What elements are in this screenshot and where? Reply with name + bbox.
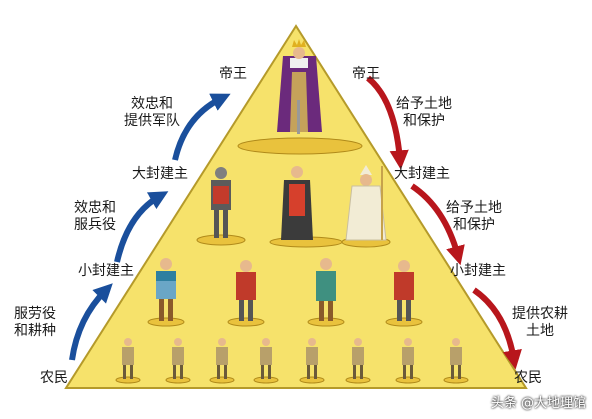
caption-farmland: 提供农耕 土地 xyxy=(512,306,568,339)
right-label-great-lords: 大封建主 xyxy=(394,166,450,182)
arrow-great-to-small-lords xyxy=(410,183,465,266)
left-label-king: 帝王 xyxy=(219,66,247,82)
watermark: 头条 @大地理馆 xyxy=(490,396,586,411)
right-label-king: 帝王 xyxy=(352,66,380,82)
caption-loyalty-and-troops: 效忠和 提供军队 xyxy=(124,96,180,129)
arrow-king-to-great-lords xyxy=(366,75,409,170)
left-label-peasants: 农民 xyxy=(40,370,68,386)
peasant-figures xyxy=(122,338,462,379)
arrow-peasants-to-small-lords xyxy=(69,283,113,361)
king-figure xyxy=(277,39,322,134)
left-arrows xyxy=(69,93,231,361)
arrow-great-lords-to-king xyxy=(172,93,231,161)
left-label-great-lords: 大封建主 xyxy=(132,166,188,182)
caption-land-and-protection-2: 给予土地 和保护 xyxy=(446,200,502,233)
peasant-platform xyxy=(115,376,141,384)
left-label-small-lords: 小封建主 xyxy=(78,263,134,279)
small-lord-platform xyxy=(147,317,185,327)
great-lord-figures xyxy=(211,165,387,241)
small-lord-figures xyxy=(156,258,414,321)
arrow-small-to-great-lords xyxy=(114,191,169,263)
right-label-peasants: 农民 xyxy=(514,370,542,386)
king-platform xyxy=(237,137,363,155)
caption-labor-and-farming: 服劳役 和耕种 xyxy=(14,306,56,339)
right-arrows xyxy=(366,75,522,370)
caption-land-and-protection-1: 给予土地 和保护 xyxy=(396,96,452,129)
caption-loyalty-and-military-service: 效忠和 服兵役 xyxy=(74,200,116,233)
arrow-small-lords-to-peasants xyxy=(472,287,522,370)
right-label-small-lords: 小封建主 xyxy=(450,263,506,279)
